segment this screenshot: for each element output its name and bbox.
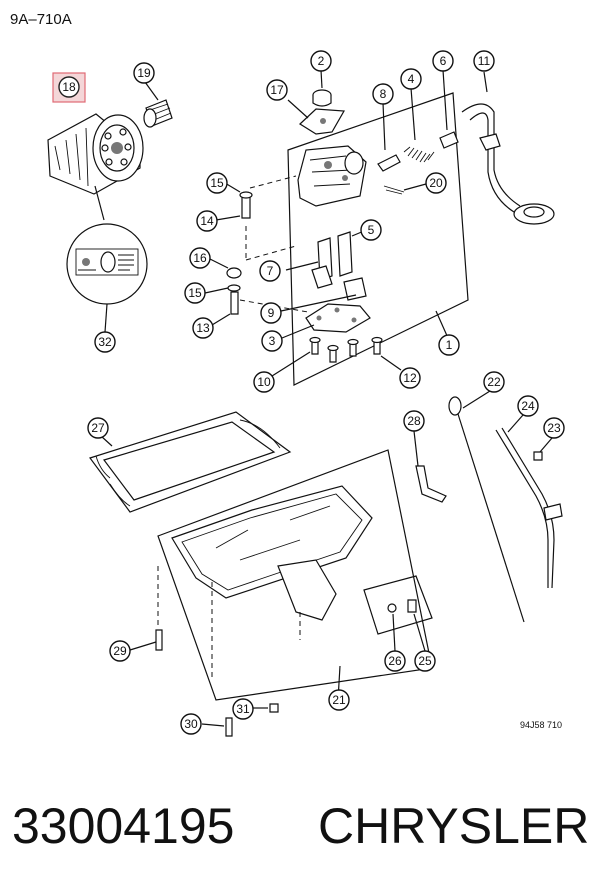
pan-stud (155, 629, 163, 651)
svg-text:3: 3 (269, 334, 276, 348)
svg-text:10: 10 (257, 375, 271, 389)
svg-text:8: 8 (380, 87, 387, 101)
oil-pickup-tube (461, 103, 555, 225)
pump-bottom-cover (305, 303, 371, 333)
callout-9: 9 (260, 302, 282, 324)
callout-10: 10 (253, 371, 275, 393)
part-number: 33004195 (12, 798, 234, 854)
callout-25: 25 (414, 650, 436, 672)
callout-27: 27 (87, 417, 109, 439)
pump-cover-bolts (309, 336, 383, 363)
pump-shafts-rotors (311, 231, 367, 301)
brand-name: CHRYSLER (318, 798, 589, 854)
svg-text:2: 2 (318, 54, 325, 68)
oil-pan-illustration (171, 485, 373, 621)
callout-19: 19 (133, 62, 155, 84)
svg-text:13: 13 (196, 321, 210, 335)
drain-plug (407, 599, 417, 613)
callout-21: 21 (328, 689, 350, 711)
relief-valve-cap (439, 131, 459, 149)
svg-text:12: 12 (403, 371, 417, 385)
svg-text:18: 18 (62, 80, 76, 94)
svg-text:15: 15 (210, 176, 224, 190)
relief-valve-plunger (377, 154, 401, 172)
svg-text:26: 26 (388, 654, 402, 668)
filter-adapter-fitting (143, 99, 173, 128)
svg-text:15: 15 (188, 286, 202, 300)
svg-text:30: 30 (184, 717, 198, 731)
svg-text:1: 1 (446, 338, 453, 352)
callout-22: 22 (483, 371, 505, 393)
figure-code: 94J58 710 (520, 720, 562, 730)
drain-plug-detail-box (363, 575, 433, 635)
callout-17: 17 (266, 79, 288, 101)
svg-text:22: 22 (487, 375, 501, 389)
svg-text:19: 19 (137, 66, 151, 80)
svg-text:24: 24 (521, 399, 535, 413)
svg-text:4: 4 (408, 72, 415, 86)
svg-text:31: 31 (236, 702, 250, 716)
pan-nut (269, 703, 279, 713)
callout-24: 24 (517, 395, 539, 417)
svg-text:11: 11 (478, 54, 491, 68)
callout-15-lower: 15 (184, 282, 206, 304)
svg-text:25: 25 (418, 654, 432, 668)
svg-text:23: 23 (547, 421, 561, 435)
callout-28: 28 (403, 410, 425, 432)
tube-bracket (415, 465, 447, 503)
callout-18-highlighted: 18 (58, 76, 80, 98)
callout-2: 2 (310, 50, 332, 72)
svg-text:17: 17 (270, 83, 284, 97)
svg-text:14: 14 (200, 214, 214, 228)
callout-26: 26 (384, 650, 406, 672)
callout-8: 8 (372, 83, 394, 105)
mounting-bolts-left (226, 191, 253, 315)
drain-plug-washer (387, 603, 397, 613)
callout-20: 20 (425, 172, 447, 194)
callout-3: 3 (261, 330, 283, 352)
oil-pump-assembly-outline (287, 92, 469, 386)
callout-12: 12 (399, 367, 421, 389)
callout-32: 32 (94, 331, 116, 353)
callout-29: 29 (109, 640, 131, 662)
svg-text:7: 7 (267, 264, 274, 278)
filter-label-detail (66, 223, 148, 305)
callout-15-upper: 15 (206, 172, 228, 194)
callout-14: 14 (196, 210, 218, 232)
svg-text:27: 27 (91, 421, 105, 435)
callout-4: 4 (400, 68, 422, 90)
dipstick-tube (495, 427, 563, 589)
callout-23: 23 (543, 417, 565, 439)
callout-31: 31 (232, 698, 254, 720)
svg-text:32: 32 (98, 335, 112, 349)
callout-16: 16 (189, 247, 211, 269)
tube-clip (533, 451, 543, 461)
oil-dipstick (448, 396, 525, 623)
svg-text:16: 16 (193, 251, 207, 265)
callout-5: 5 (360, 219, 382, 241)
svg-text:6: 6 (440, 54, 447, 68)
callout-6: 6 (432, 50, 454, 72)
pump-pin (383, 185, 405, 195)
callout-1: 1 (438, 334, 460, 356)
pan-bolt (225, 717, 233, 737)
callout-7: 7 (259, 260, 281, 282)
svg-text:20: 20 (429, 176, 443, 190)
svg-text:28: 28 (407, 414, 421, 428)
callout-13: 13 (192, 317, 214, 339)
svg-text:5: 5 (368, 223, 375, 237)
svg-text:21: 21 (332, 693, 346, 707)
svg-text:29: 29 (113, 644, 127, 658)
callout-11: 11 (473, 50, 495, 72)
svg-text:9: 9 (268, 306, 275, 320)
callout-30: 30 (180, 713, 202, 735)
oil-filter-illustration (47, 113, 144, 195)
reference-code: 9A–710A (10, 11, 72, 28)
